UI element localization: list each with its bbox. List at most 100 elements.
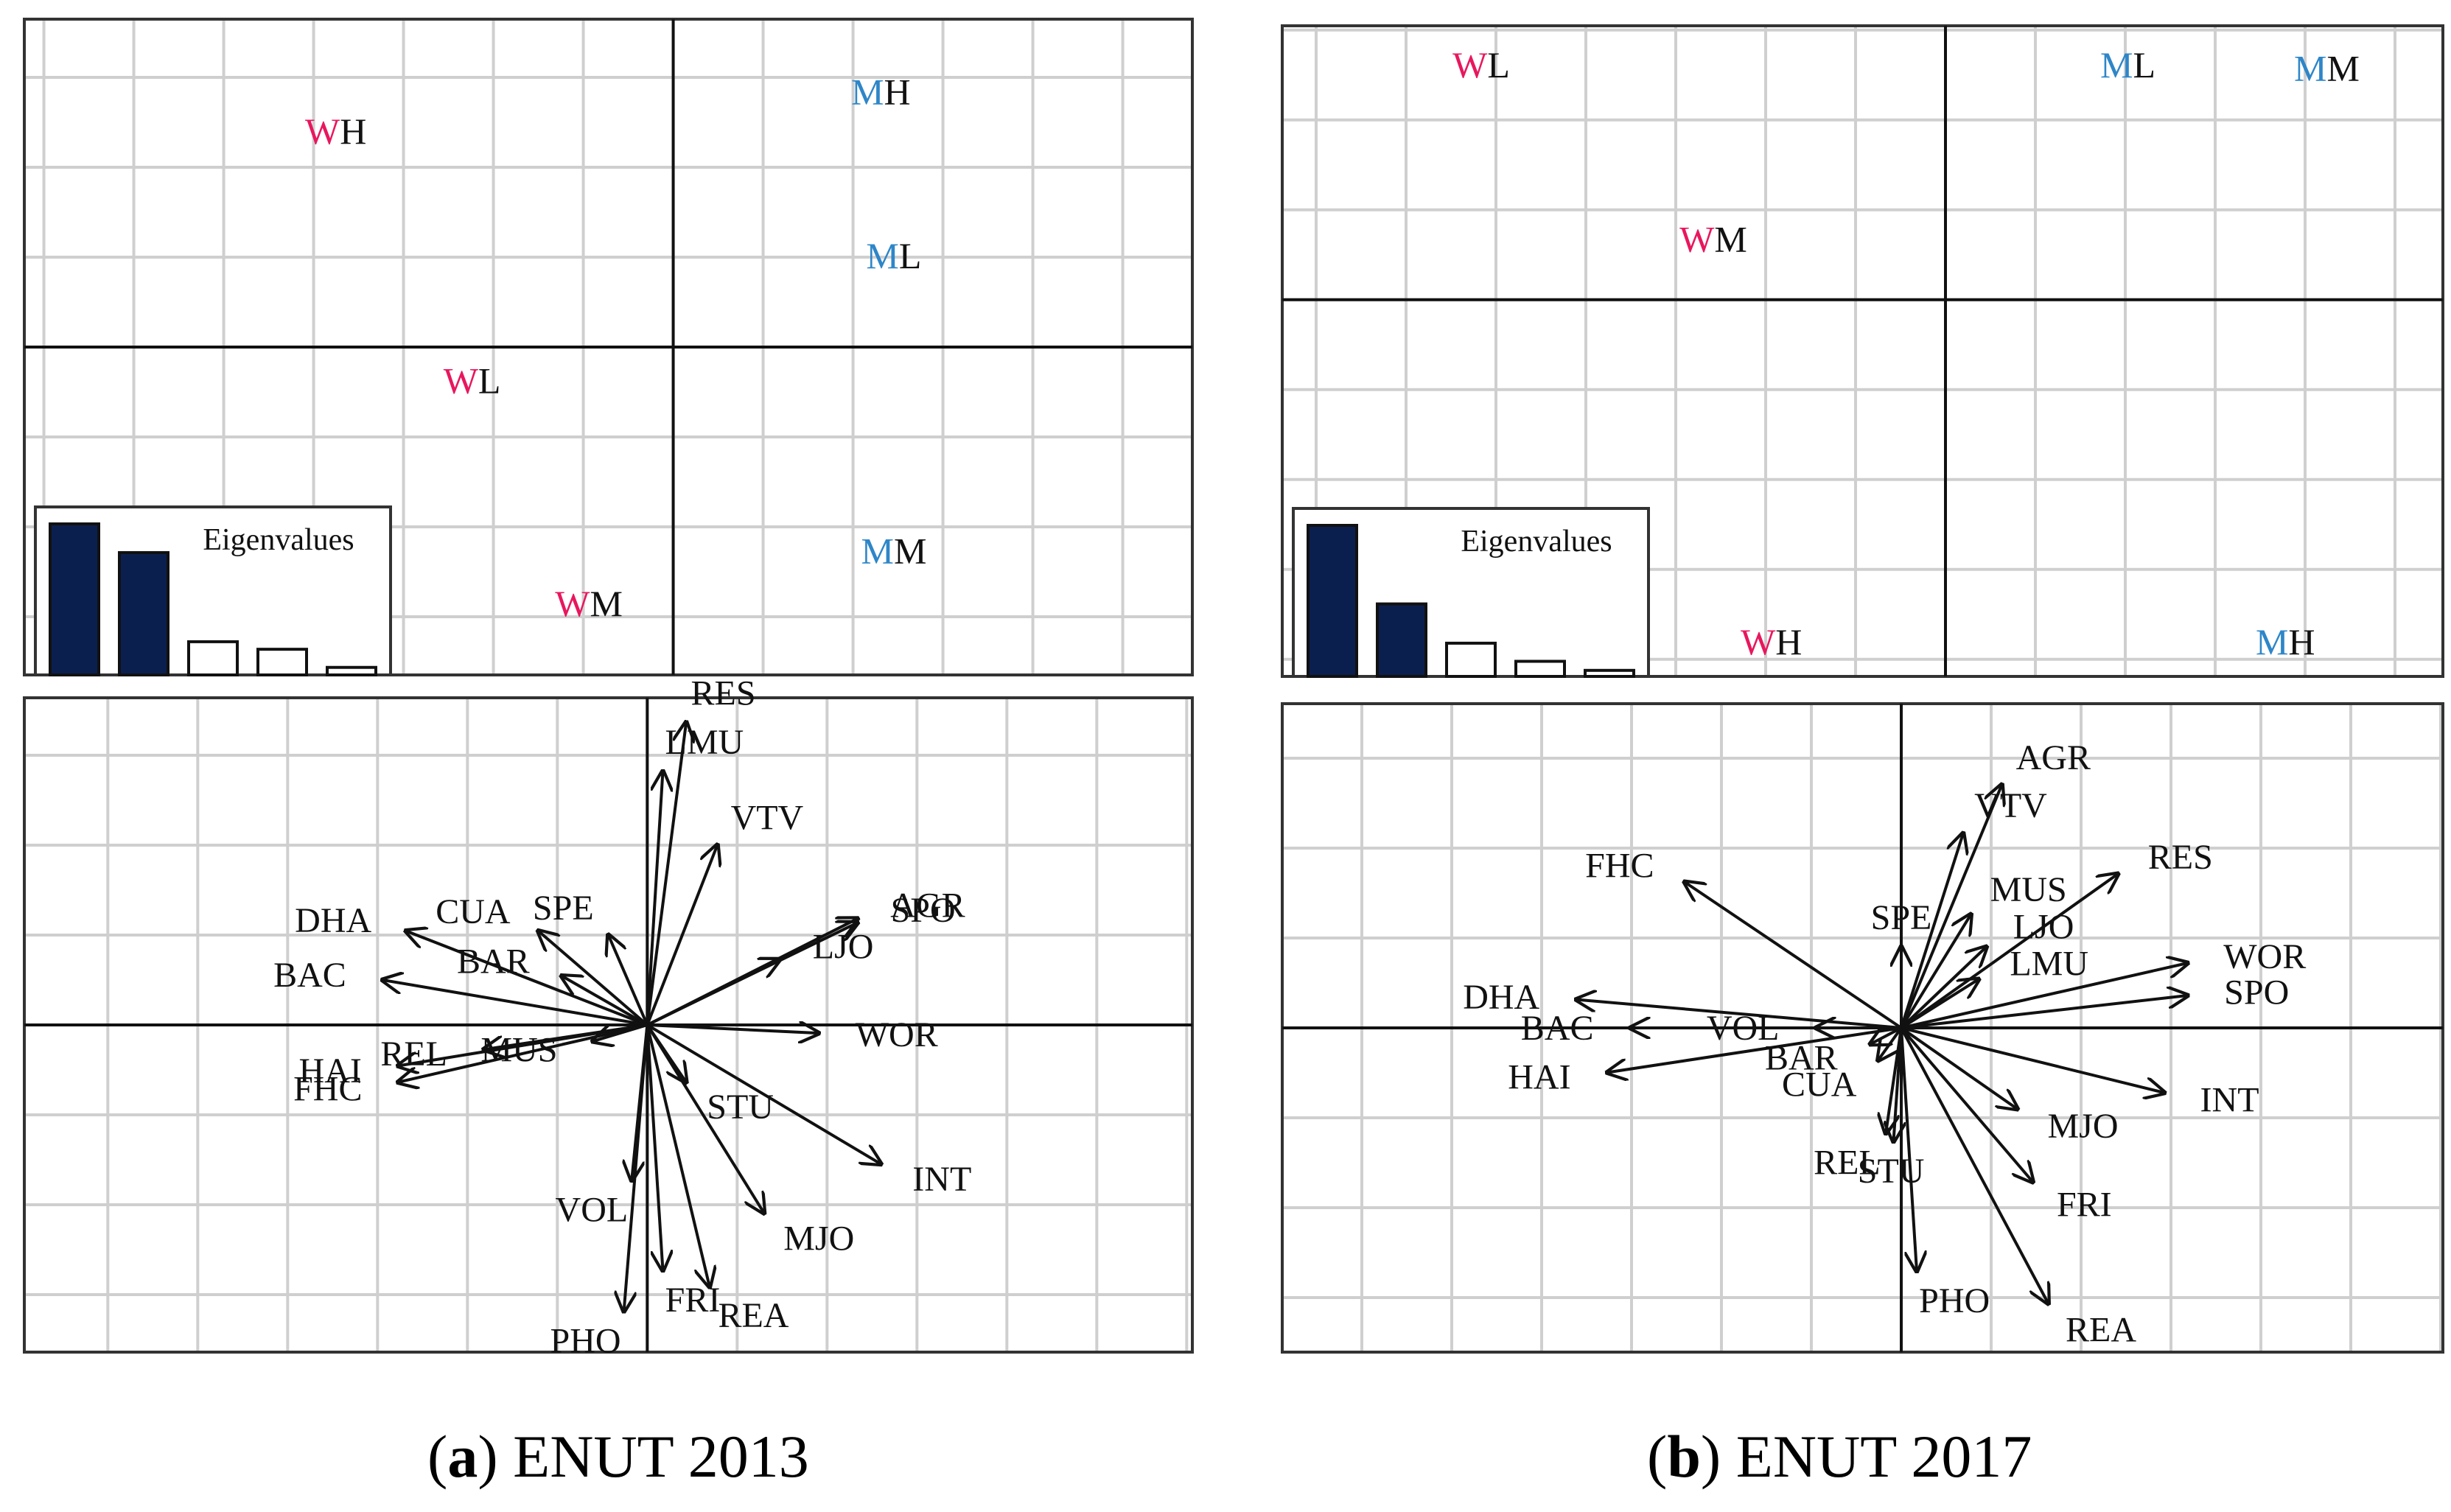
eigenvalue-bar [118, 550, 169, 677]
group-label: ML [2100, 44, 2155, 85]
arrow-fri [1900, 1026, 2033, 1182]
group-label-suffix: L [478, 360, 501, 401]
arrow-label: VOL [556, 1191, 629, 1230]
arrow-label: CUA [1782, 1065, 1857, 1105]
caption-a-letter: a [447, 1423, 478, 1490]
arrow-mus [592, 1023, 648, 1041]
arrow-lmu [1900, 979, 1979, 1029]
arrow-label: SPO [891, 891, 956, 930]
arrow-ljo [646, 959, 780, 1026]
eigenvalues-title: Eigenvalues [203, 523, 354, 557]
arrow-ljo [1900, 947, 1987, 1029]
group-label-suffix: L [1487, 44, 1510, 85]
arrow-label: LMU [665, 723, 744, 762]
arrow-vtv [1900, 833, 1963, 1029]
group-label: WL [444, 360, 501, 401]
group-label-prefix: W [1679, 219, 1715, 260]
group-label-prefix: M [861, 531, 893, 572]
arrow-label: STU [707, 1088, 774, 1127]
group-label-prefix: W [555, 583, 590, 624]
group-label-suffix: H [884, 71, 911, 113]
arrow-label: LMU [2010, 945, 2088, 984]
group-label-prefix: W [1452, 44, 1488, 85]
arrow-vol [632, 1024, 649, 1180]
arrow-dha [1576, 1000, 1902, 1029]
arrow-mus [1900, 914, 1971, 1029]
group-label: MH [851, 71, 911, 113]
panel-frame [1281, 24, 2444, 678]
group-label: WM [555, 583, 623, 624]
arrow-mjo [1900, 1026, 2018, 1109]
arrow-res [646, 722, 686, 1026]
arrow-label: DHA [1463, 978, 1539, 1017]
eigenvalue-bar [1445, 641, 1497, 679]
group-label-suffix: M [590, 583, 622, 624]
arrow-label: SPE [533, 889, 594, 928]
arrow-bac [382, 980, 648, 1026]
group-label-suffix: L [899, 235, 922, 276]
arrow-label: HAI [299, 1051, 362, 1091]
group-label-prefix: M [2294, 47, 2326, 88]
arrow-int [1901, 1026, 2164, 1093]
arrow-label: CUA [436, 892, 511, 931]
arrow-label: PHO [550, 1321, 621, 1360]
arrow-cua [538, 931, 648, 1026]
arrow-label: MUS [1990, 870, 2067, 909]
group-label-suffix: H [1775, 621, 1802, 662]
group-label: WM [1679, 219, 1747, 260]
arrow-rea [1900, 1027, 2049, 1303]
arrow-bar [562, 976, 648, 1026]
arrow-label: WOR [856, 1015, 938, 1054]
arrow-label: WOR [2223, 937, 2306, 976]
arrow-label: FRI [2057, 1185, 2112, 1224]
group-label: WH [305, 111, 366, 152]
group-label: WL [1452, 44, 1510, 85]
group-label-suffix: M [2327, 47, 2360, 88]
arrow-label: AGR [2016, 738, 2091, 777]
arrow-stu [1894, 1027, 1902, 1141]
arrow-label: FRI [665, 1281, 721, 1320]
arrow-res [1900, 874, 2118, 1029]
arrow-label: RES [691, 674, 756, 713]
arrow-label: MUS [480, 1031, 557, 1070]
group-label: MH [2256, 621, 2315, 662]
arrow-label: FHC [1585, 847, 1654, 886]
eigenvalues-inset: Eigenvalues [1292, 507, 1650, 679]
arrow-label: INT [2200, 1081, 2259, 1120]
arrow-vtv [646, 845, 717, 1026]
arrow-label: REA [2066, 1310, 2136, 1349]
group-label-suffix: H [340, 111, 366, 152]
arrow-lmu [646, 771, 662, 1026]
eigenvalue-bar [1584, 668, 1635, 678]
eigenvalues-inset: Eigenvalues [34, 505, 392, 677]
group-label-suffix: L [2133, 44, 2155, 85]
caption-b: (b) ENUT 2017 [1647, 1423, 2032, 1490]
group-label-prefix: M [851, 71, 884, 113]
arrow-spo [1901, 995, 2188, 1029]
arrow-label: VTV [731, 799, 804, 838]
eigenvalue-bar [187, 640, 239, 677]
arrow-label: RES [2148, 838, 2213, 877]
caption-a: (a) ENUT 2013 [427, 1423, 809, 1490]
group-label: MM [2294, 47, 2360, 88]
eigenvalues-title: Eigenvalues [1461, 525, 1612, 559]
arrow-label: SPO [2224, 973, 2289, 1012]
eigenvalue-bar [1376, 602, 1427, 678]
group-label: MM [861, 531, 926, 572]
group-label-suffix: M [894, 531, 926, 572]
arrow-mjo [646, 1023, 764, 1213]
arrow-label: VTV [1974, 786, 2047, 825]
caption-b-text: ENUT 2017 [1735, 1423, 2032, 1490]
arrow-label: LJO [2013, 907, 2074, 946]
arrow-label: REL [380, 1035, 447, 1074]
arrow-dha [406, 931, 648, 1026]
arrow-label: PHO [1919, 1281, 1990, 1320]
arrow-label: STU [1858, 1152, 1925, 1191]
arrow-label: BAC [273, 956, 346, 995]
arrow-label: BAR [1765, 1039, 1838, 1078]
arrow-fri [646, 1024, 662, 1270]
arrow-pho [1900, 1027, 1917, 1271]
group-label-suffix: H [2288, 621, 2315, 662]
